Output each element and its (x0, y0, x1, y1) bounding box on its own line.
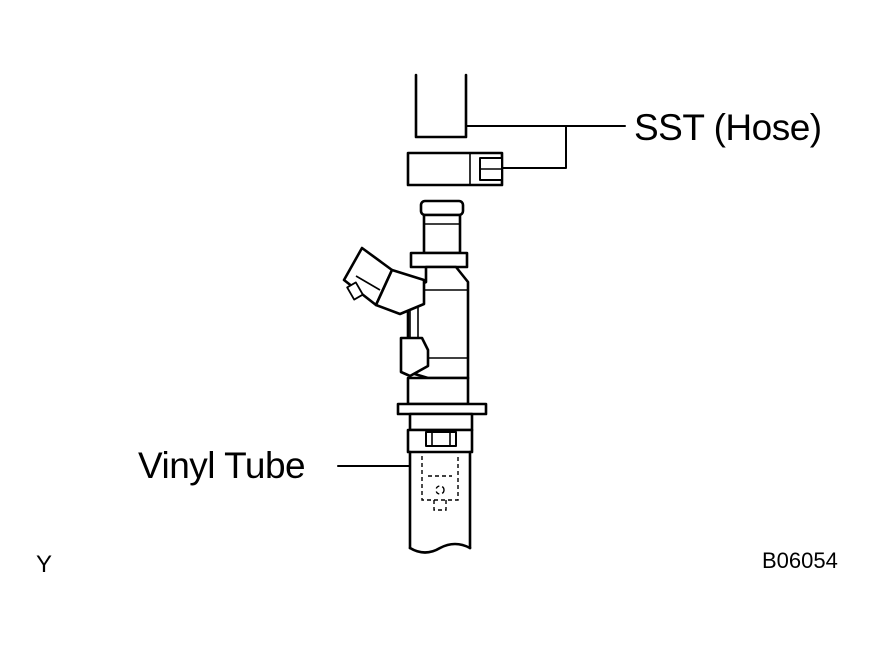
fuel-injector (342, 199, 488, 454)
sst-hose-label: SST (Hose) (634, 107, 822, 148)
vinyl-tube-label: Vinyl Tube (138, 445, 305, 486)
sst-hose-fitting (406, 151, 504, 187)
sst-hose-leader (465, 125, 626, 169)
figure-code: B06054 (762, 548, 838, 573)
vinyl-tube (408, 450, 472, 554)
view-letter: Y (36, 551, 52, 578)
sst-hose-tube (414, 73, 468, 139)
